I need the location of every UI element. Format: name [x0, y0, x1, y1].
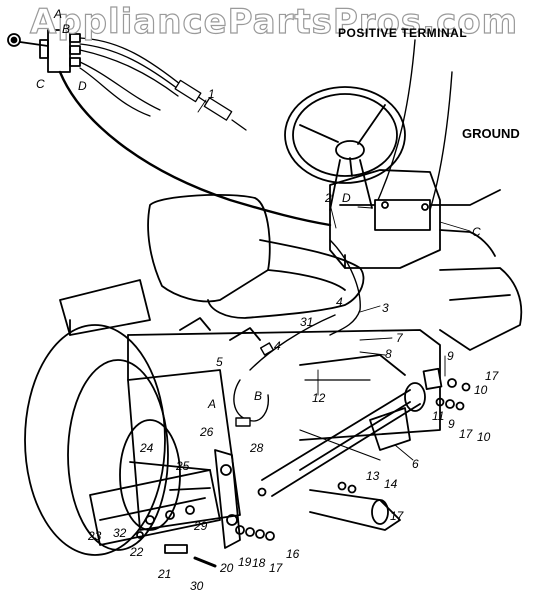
- callout-26: 26: [200, 425, 214, 439]
- letter-d-top: D: [78, 79, 87, 93]
- callout-11: 11: [432, 409, 445, 423]
- letter-c-dash: C: [472, 225, 481, 239]
- callout-9-lower: 9: [448, 417, 455, 431]
- callout-5: 5: [216, 355, 223, 369]
- letter-a-top: A: [54, 7, 63, 21]
- callout-29: 29: [194, 519, 208, 533]
- leader-lines: [197, 99, 471, 461]
- callout-20: 20: [220, 561, 234, 575]
- callout-31: 31: [300, 315, 314, 329]
- callout-12: 12: [312, 391, 326, 405]
- linkage-rod: [299, 354, 406, 376]
- callout-10-upper: 10: [474, 383, 488, 397]
- frame-panel: [127, 369, 241, 531]
- steering-wheel: [284, 86, 406, 211]
- letter-b-top: B: [62, 22, 71, 36]
- callout-9-upper: 9: [447, 349, 454, 363]
- bolt-24: [129, 461, 211, 471]
- callout-4-lower: 4: [274, 339, 281, 353]
- mounting-plate: [422, 367, 443, 390]
- pin-30: [193, 556, 217, 568]
- dash-housing: [329, 169, 501, 269]
- callout-17-mid: 17: [459, 427, 473, 441]
- callout-10-lower: 10: [477, 430, 491, 444]
- positive-terminal-label: POSITIVE TERMINAL: [338, 26, 468, 40]
- callout-4-upper: 4: [336, 295, 343, 309]
- letter-a-frame: A: [208, 397, 217, 411]
- front-fender: [439, 267, 523, 351]
- washers-right: [299, 378, 471, 461]
- callout-1: 1: [208, 87, 215, 101]
- ground-label: GROUND: [462, 126, 520, 141]
- lift-actuator: [261, 382, 426, 531]
- frame-wiring: [233, 239, 361, 427]
- watermark: AppliancePartsPros.com: [29, 1, 519, 42]
- callout-25: 25: [176, 459, 190, 473]
- tractor-body: [127, 317, 441, 441]
- callout-19: 19: [238, 555, 252, 569]
- callout-24: 24: [140, 441, 154, 455]
- callout-23: 23: [88, 529, 102, 543]
- callout-18: 18: [252, 556, 266, 570]
- callout-13: 13: [366, 469, 380, 483]
- callout-22: 22: [130, 545, 144, 559]
- lift-lever: [214, 449, 241, 549]
- callout-21: 21: [158, 567, 172, 581]
- callout-8: 8: [385, 347, 392, 361]
- bolt-25: [169, 487, 211, 491]
- callout-32: 32: [113, 526, 127, 540]
- washers-bottom: [235, 481, 357, 541]
- callout-16: 16: [286, 547, 300, 561]
- callout-17-lower: 17: [390, 509, 404, 523]
- callout-2: 2: [325, 191, 332, 205]
- letter-d-dash: D: [342, 191, 351, 205]
- callout-17-bottom: 17: [269, 561, 283, 575]
- callout-30: 30: [190, 579, 204, 593]
- callout-14: 14: [384, 477, 398, 491]
- switch-wires: [79, 37, 247, 131]
- callout-7: 7: [396, 331, 403, 345]
- main-harness: [58, 70, 332, 227]
- rear-wheel: [24, 324, 181, 556]
- callout-3: 3: [382, 301, 389, 315]
- callout-6: 6: [412, 457, 419, 471]
- seat: [147, 194, 365, 319]
- callout-17-right: 17: [485, 369, 499, 383]
- callout-28: 28: [250, 441, 264, 455]
- letter-b-frame: B: [254, 389, 263, 403]
- letter-c-top: C: [36, 77, 45, 91]
- lift-bracket: [89, 469, 221, 554]
